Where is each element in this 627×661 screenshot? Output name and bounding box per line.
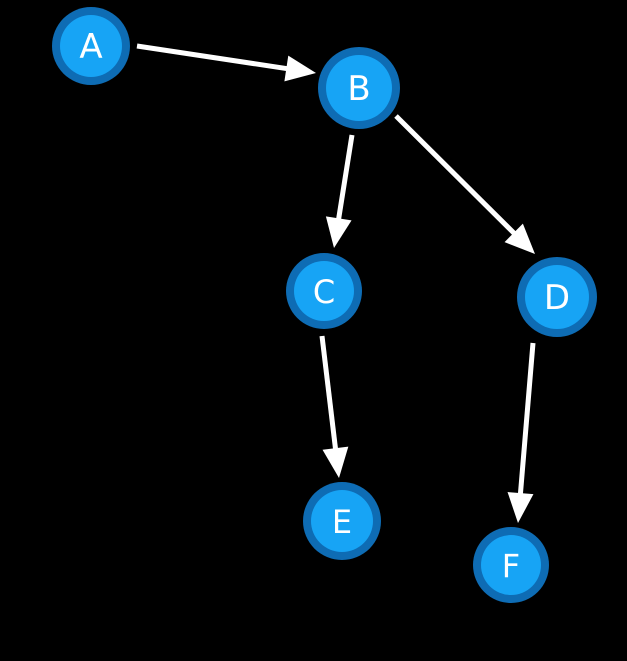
arrowhead-icon [325,216,352,248]
arrowhead-icon [284,55,316,82]
edge-b-d [394,114,535,254]
node-label: C [313,273,335,311]
node-e[interactable]: E [303,482,381,560]
arrowhead-icon [504,223,535,254]
edges-layer [136,43,536,523]
arrowhead-icon [507,492,534,523]
edge-line [394,114,520,239]
node-label: D [544,278,570,318]
node-core [311,490,373,552]
node-c[interactable]: C [286,253,362,329]
nodes-layer: A B C D E F [52,7,597,603]
node-core [326,55,392,121]
node-core [525,265,589,329]
node-label: B [347,69,370,109]
node-a[interactable]: A [52,7,130,85]
node-label: E [332,503,352,541]
arrowhead-icon [322,446,349,478]
node-d[interactable]: D [517,257,597,337]
edge-line [319,335,339,455]
edge-line [335,134,355,225]
edge-c-e [319,335,349,478]
node-label: F [502,547,520,585]
node-core [481,535,541,595]
node-f[interactable]: F [473,527,549,603]
node-core [60,15,122,77]
edge-line [136,43,293,72]
edge-d-f [507,342,536,523]
edge-line [517,342,536,500]
node-core [294,261,354,321]
node-label: A [79,27,102,67]
node-b[interactable]: B [318,47,400,129]
edge-b-c [325,134,355,248]
edge-a-b [136,43,316,82]
